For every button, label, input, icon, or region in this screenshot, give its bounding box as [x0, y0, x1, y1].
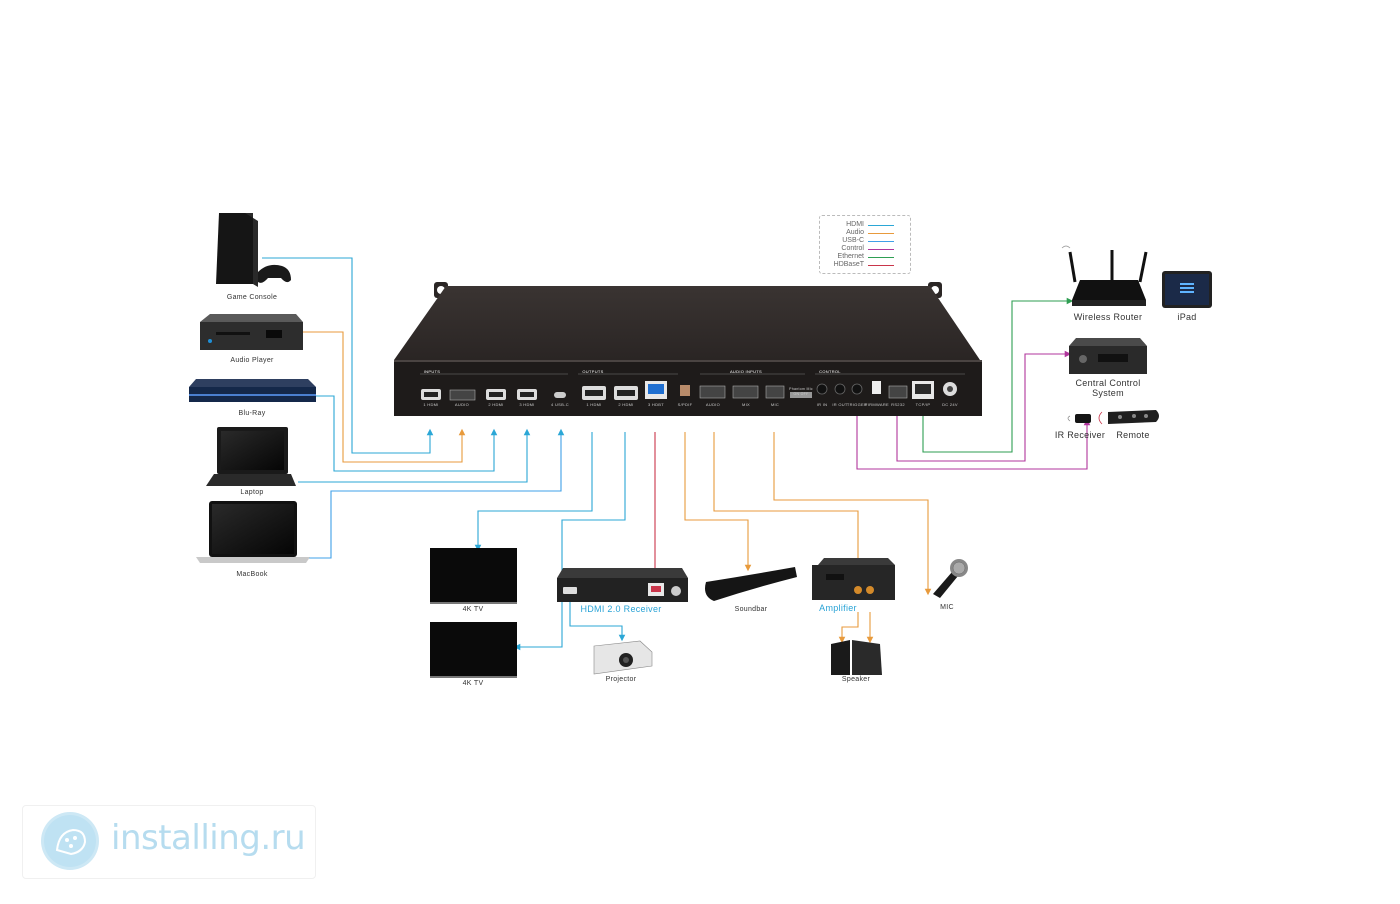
tv-1-label: 4K TV: [462, 606, 484, 613]
outputs-section-label: OUTPUTS: [582, 369, 604, 374]
cable-rs232: [896, 350, 1072, 462]
port-label-hdmi2: 2 HDMI: [488, 402, 504, 407]
cable-mic: [773, 432, 932, 596]
port-label-usbc: 4 USB-C: [551, 402, 569, 407]
port-label-rs232: RS232: [891, 402, 905, 407]
laptop-illustration: [206, 427, 296, 486]
projector-illustration: [593, 640, 653, 675]
port-label-firmware: FIRMWARE: [864, 402, 890, 407]
macbook-label: MacBook: [236, 571, 268, 578]
port-label-phantom: Phantom Mic: [789, 387, 813, 391]
receiver-label: HDMI 2.0 Receiver: [580, 604, 662, 614]
router-label: Wireless Router: [1073, 312, 1143, 322]
tv-2-label: 4K TV: [462, 680, 484, 687]
cable-macbook-usbc: [296, 428, 565, 559]
port-label-mic: MIC: [770, 402, 780, 407]
soundbar-illustration: [705, 567, 797, 601]
cable-speaker-left: [838, 612, 859, 644]
legend-item: Audio: [820, 229, 910, 237]
port-label-tcpip: TCP/IP: [915, 402, 931, 407]
port-label-hdmi1: 1 HDMI: [423, 402, 439, 407]
cable-bluray-hdmi: [314, 395, 498, 472]
cable-ir: [856, 410, 1091, 470]
microphone-illustration: [933, 559, 968, 598]
port-label-hdbt: 3 HDBT: [647, 402, 665, 407]
cable-out1-tv: [474, 432, 593, 552]
control-section-label: CONTROL: [819, 369, 841, 374]
central-control-label: Central Control System: [1075, 378, 1141, 398]
laptop-label: Laptop: [240, 489, 264, 496]
legend-item: Control: [820, 245, 910, 253]
inputs-section-label: INPUTS: [423, 369, 441, 374]
ipad-illustration: [1162, 271, 1212, 308]
port-label-out-hdmi1: 1 HDMI: [586, 402, 602, 407]
cable-audio-amp: [713, 432, 862, 590]
ipad-label: iPad: [1177, 312, 1197, 322]
router-illustration: [1061, 245, 1148, 306]
cable-spdif: [684, 432, 752, 572]
matrix-switcher: [394, 282, 982, 416]
game-console-illustration: [216, 213, 291, 287]
watermark-text: installing.ru: [111, 818, 306, 858]
audio-inputs-section-label: AUDIO INPUTS: [729, 369, 763, 374]
cable-legend: HDMI Audio USB-C Control Ethernet HDBase…: [819, 215, 911, 274]
cable-tcpip: [922, 297, 1074, 453]
speaker-label: Speaker: [841, 676, 871, 683]
ir-receiver-label: IR Receiver: [1054, 430, 1106, 440]
remote-label: Remote: [1116, 430, 1150, 440]
legend-item: USB-C: [820, 237, 910, 245]
amplifier-illustration: [812, 558, 895, 600]
cable-game-console-hdmi: [262, 257, 434, 454]
port-label-phantom-state: ON OFF: [793, 392, 809, 396]
soundbar-label: Soundbar: [734, 606, 768, 613]
central-control-illustration: [1069, 338, 1147, 374]
cables: [262, 257, 1091, 651]
tv-2-illustration: [430, 622, 517, 678]
legend-item: HDBaseT: [820, 261, 910, 269]
speakers-illustration: [831, 640, 882, 675]
watermark: installing.ru: [22, 805, 316, 879]
port-label-dc: DC 24V: [942, 402, 958, 407]
port-label-trigger: TRIGGER: [846, 402, 868, 407]
port-label-hdmi3: 3 HDMI: [519, 402, 535, 407]
ir-receiver-illustration: [1067, 411, 1103, 425]
legend-item: Ethernet: [820, 253, 910, 261]
game-console-label: Game Console: [226, 294, 278, 301]
port-label-ir-out: IR OUT: [832, 402, 848, 407]
cable-laptop-hdmi: [298, 428, 531, 483]
cable-out2-tv: [513, 432, 626, 651]
tv-1-illustration: [430, 548, 517, 604]
port-label-out-hdmi2: 2 HDMI: [618, 402, 634, 407]
macbook-illustration: [196, 501, 310, 563]
amplifier-label: Amplifier: [819, 603, 857, 613]
projector-label: Projector: [605, 676, 637, 683]
receiver-illustration: [557, 568, 688, 602]
port-label-ir-in: IR IN: [816, 402, 828, 407]
audio-player-label: Audio Player: [230, 357, 274, 364]
port-label-out-audio: AUDIO: [705, 402, 721, 407]
watermark-logo-icon: [41, 812, 99, 870]
bluray-illustration: [189, 379, 316, 402]
port-label-spdif: S/PDIF: [677, 402, 693, 407]
cable-projector: [569, 600, 626, 642]
mic-label: MIC: [940, 604, 954, 611]
port-label-mix: MIX: [741, 402, 751, 407]
bluray-label: Blu-Ray: [238, 410, 266, 417]
port-label-audio: AUDIO: [454, 402, 470, 407]
legend-item: HDMI: [820, 221, 910, 229]
cable-audio-player: [290, 331, 466, 463]
remote-illustration: [1108, 410, 1159, 424]
audio-player-illustration: [200, 314, 303, 350]
